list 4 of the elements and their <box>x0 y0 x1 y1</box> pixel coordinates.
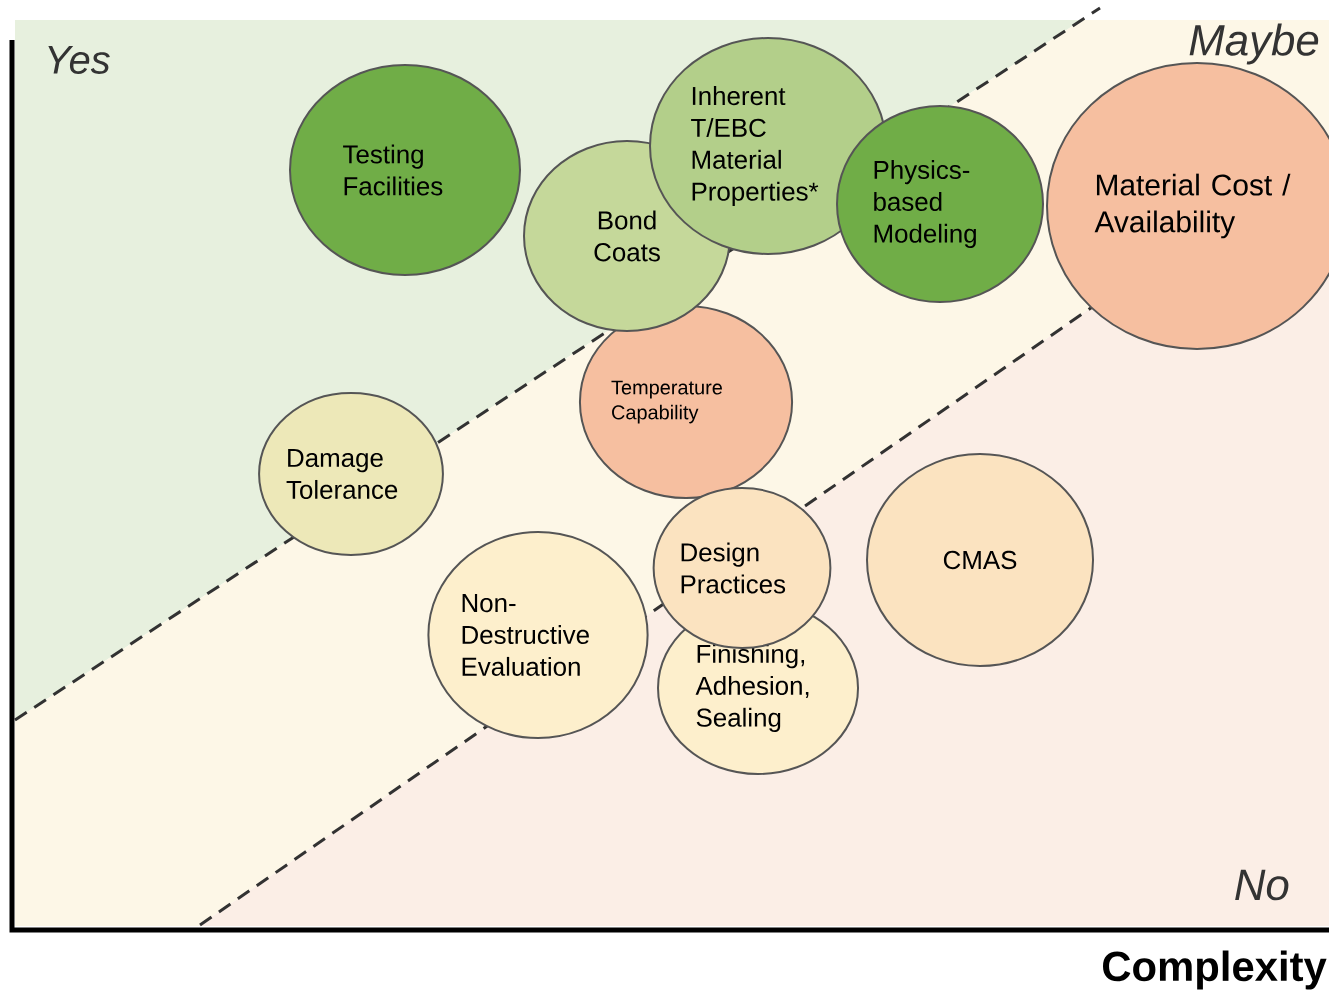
axis-title: Complexity <box>1103 950 1327 990</box>
region-label: Maybe <box>1189 23 1319 65</box>
region-label: No <box>1235 869 1289 901</box>
region-label: Yes <box>48 46 110 74</box>
